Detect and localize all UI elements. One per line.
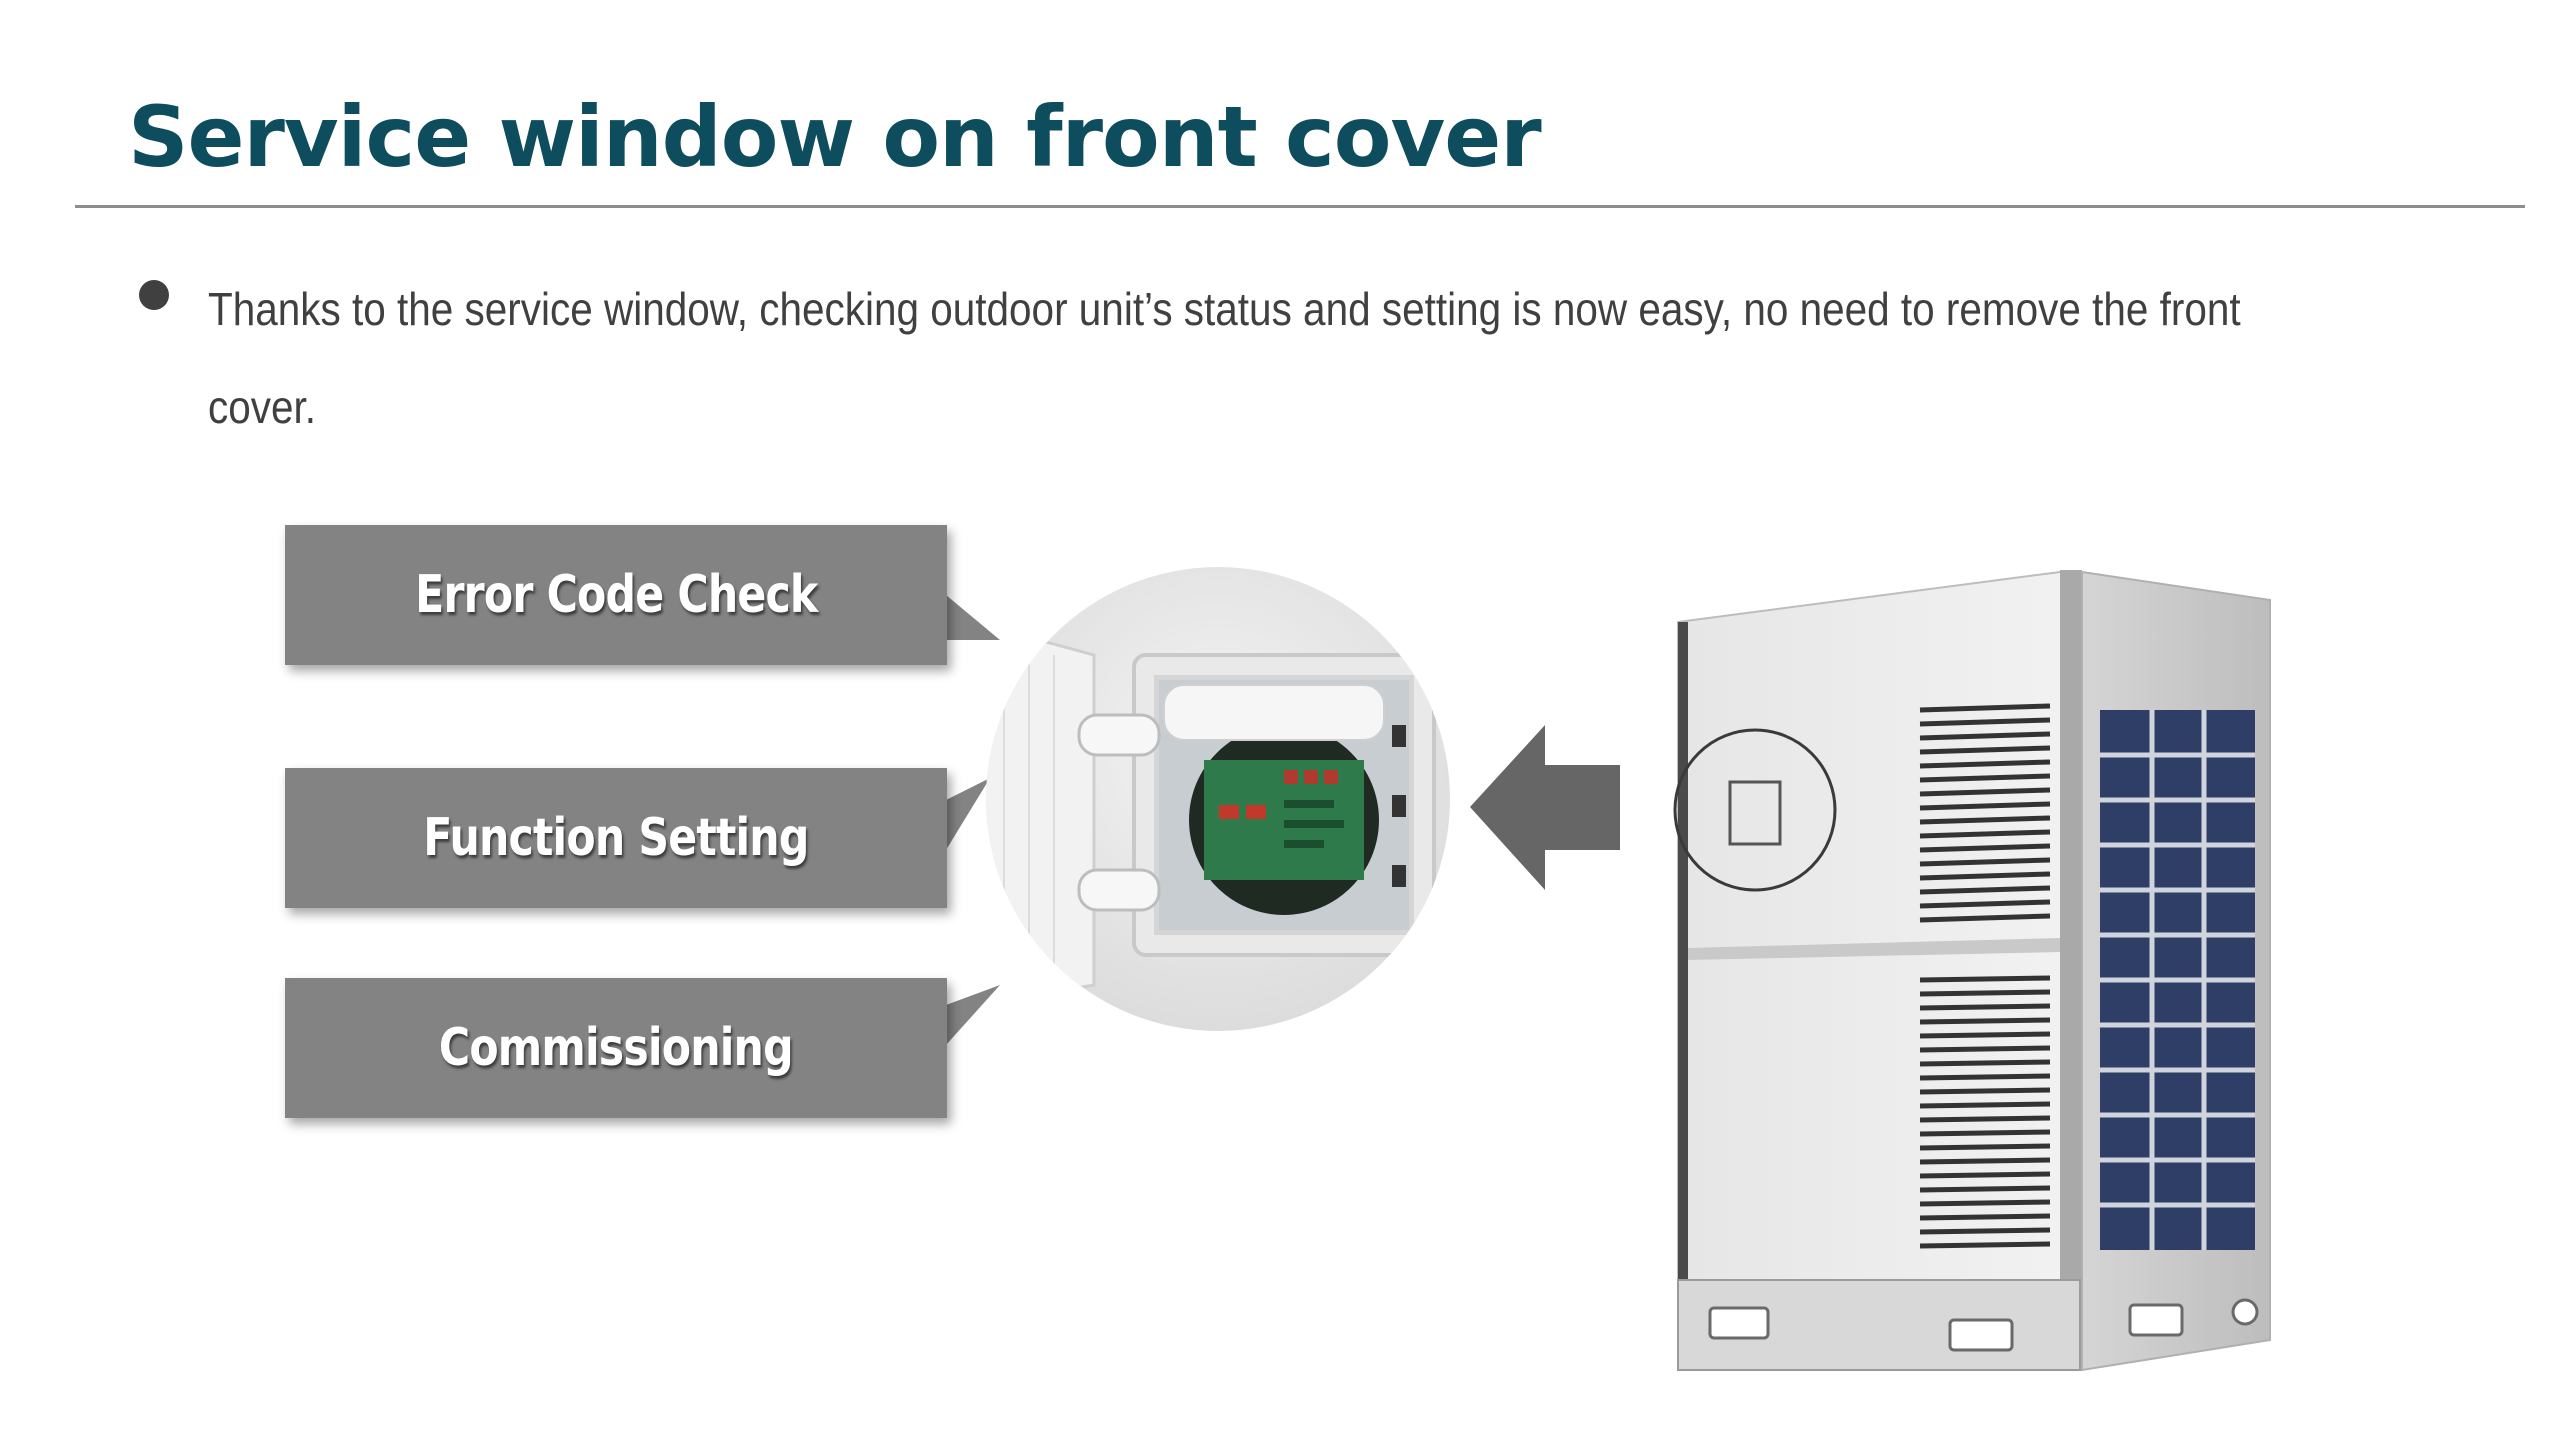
bullet-text: Thanks to the service window, checking o… bbox=[208, 260, 2461, 456]
bullet-line-2: cover. bbox=[208, 381, 317, 433]
callout-function-setting: Function Setting bbox=[285, 768, 947, 908]
callout-error-code-check: Error Code Check bbox=[285, 525, 947, 665]
service-window-closeup bbox=[986, 567, 1450, 1031]
callout-label: Error Code Check bbox=[414, 565, 818, 625]
title-divider bbox=[75, 205, 2525, 208]
left-arrow-icon bbox=[1470, 725, 1620, 890]
outdoor-unit-illustration bbox=[1673, 570, 2271, 1372]
callout-commissioning: Commissioning bbox=[285, 978, 947, 1118]
callout-label: Function Setting bbox=[423, 808, 809, 868]
bullet-line-1: Thanks to the service window, checking o… bbox=[208, 283, 2241, 335]
bullet-dot bbox=[139, 280, 169, 310]
slide-title: Service window on front cover bbox=[128, 88, 1542, 186]
callout-label: Commissioning bbox=[439, 1018, 794, 1078]
